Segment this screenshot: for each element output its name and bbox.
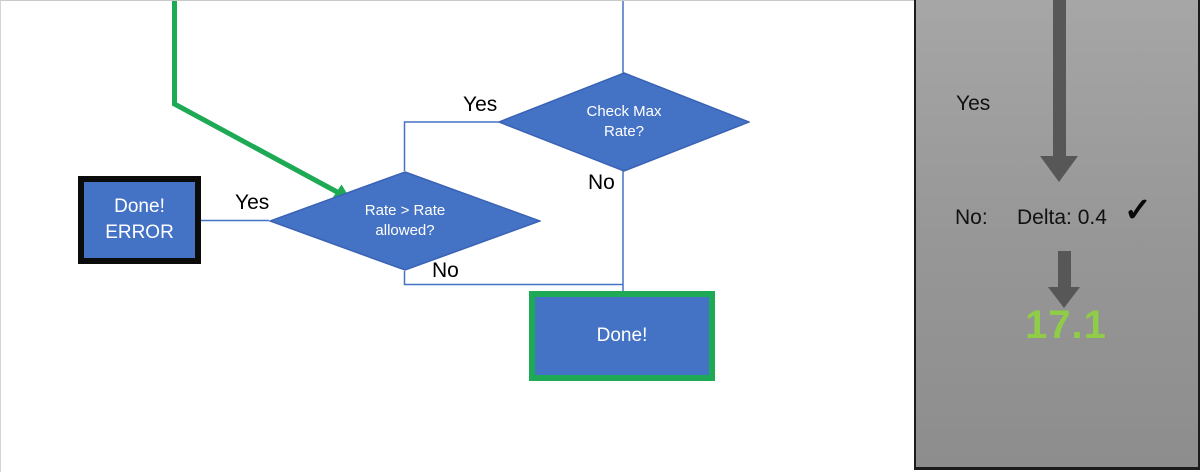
terminal-done: Done! bbox=[529, 291, 715, 381]
down-arrowhead-icon bbox=[1040, 156, 1078, 182]
terminal-done-error-label: Done! ERROR bbox=[105, 196, 174, 243]
status-panel-content: Yes No: Delta: 0.4 ✓ 17.1 bbox=[916, 0, 1198, 467]
flowchart-area: Check Max Rate? Rate > Rate allowed? Don… bbox=[0, 0, 914, 472]
terminal-done-label: Done! bbox=[596, 325, 648, 347]
edge-label-check-no: No bbox=[588, 171, 615, 194]
panel-no-label: No: bbox=[955, 206, 988, 229]
decision-rate-allowed-label: Rate > Rate allowed? bbox=[364, 201, 446, 239]
terminal-done-error: Done! ERROR bbox=[78, 176, 201, 264]
diamond-shape bbox=[269, 171, 541, 271]
checkmark-icon: ✓ bbox=[1124, 191, 1152, 228]
decision-check-max-rate-label: Check Max Rate? bbox=[586, 102, 662, 140]
panel-yes-label: Yes bbox=[956, 92, 991, 115]
down-arrowhead-small-icon bbox=[1048, 287, 1080, 308]
edge-label-check-yes: Yes bbox=[463, 93, 498, 116]
diamond-shape bbox=[498, 72, 750, 172]
result-value: 17.1 bbox=[1025, 303, 1107, 347]
decision-rate-allowed: Rate > Rate allowed? bbox=[269, 171, 541, 271]
down-arrow-icon bbox=[1053, 0, 1066, 156]
connector-rate-no bbox=[403, 271, 623, 286]
decision-check-max-rate: Check Max Rate? bbox=[498, 72, 750, 172]
panel-delta-value: Delta: 0.4 bbox=[1017, 206, 1107, 229]
green-highlight-path bbox=[172, 1, 341, 196]
connector-check-yes bbox=[403, 121, 499, 171]
edge-label-rate-yes: Yes bbox=[235, 191, 270, 214]
status-panel: Yes No: Delta: 0.4 ✓ 17.1 bbox=[914, 0, 1200, 470]
down-arrow-small-icon bbox=[1058, 251, 1071, 287]
flowchart-connectors bbox=[172, 1, 624, 291]
edge-label-rate-no: No bbox=[432, 259, 459, 282]
